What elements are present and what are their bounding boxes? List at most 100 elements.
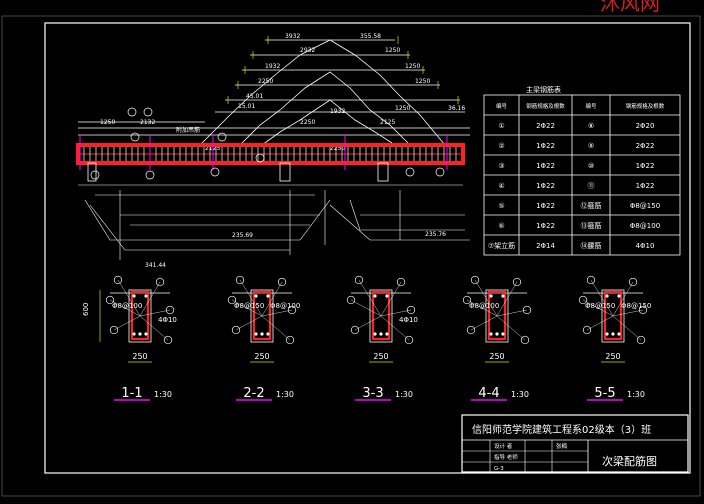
section-label: 4-4 — [478, 386, 499, 401]
dim-label: 1932 — [265, 63, 280, 70]
table-cell: ① — [498, 122, 504, 130]
rebar-bubble — [255, 153, 265, 163]
leader-bubble — [346, 295, 356, 305]
leader-line — [586, 315, 614, 331]
leader-bubble — [235, 275, 245, 285]
beam-elevation: 3932 355.58 2932 1250 1932 1250 2250 125… — [76, 33, 470, 269]
table-header: 编号 — [585, 102, 597, 110]
rebar-dot — [266, 294, 270, 298]
dim-label: 15.01 — [238, 103, 255, 110]
leader-line — [261, 315, 291, 341]
dim-label: 1250 — [395, 105, 410, 112]
leader-line — [354, 315, 382, 331]
rebar-dot — [260, 332, 264, 336]
leader-line — [612, 315, 642, 341]
leader-bubble — [287, 305, 297, 315]
section-stirrup — [130, 290, 150, 341]
leader-line — [358, 279, 382, 317]
leader-line — [590, 279, 614, 317]
table-cell: 2Φ22 — [636, 142, 655, 150]
rebar-bubble — [217, 132, 227, 142]
rebar-dot — [373, 332, 377, 336]
table-grid — [483, 94, 681, 256]
leader-line — [113, 315, 141, 331]
rebar-bubble — [130, 132, 140, 142]
rebar-dot — [266, 332, 270, 336]
rebar-bubble — [90, 170, 100, 180]
dim-label: 235.76 — [425, 231, 446, 238]
width-dim-text: 250 — [132, 352, 147, 361]
table-cell: 1Φ22 — [536, 222, 555, 230]
table-header: 钢筋规格及根数 — [526, 102, 565, 110]
bottom-rebar-lines — [78, 184, 470, 260]
section-outline — [369, 289, 393, 343]
table-cell: ② — [498, 142, 504, 150]
leader-bubble — [586, 275, 596, 285]
section-outline — [250, 289, 274, 343]
section-label: 2-2 — [243, 386, 264, 401]
leader-bubble — [277, 277, 287, 287]
rebar-bubble — [435, 167, 445, 177]
width-dim-text: 250 — [373, 352, 388, 361]
leader-bubble — [578, 295, 588, 305]
leader-bubble — [470, 275, 480, 285]
leader-line — [380, 309, 412, 317]
section-label: 3-3 — [362, 386, 383, 401]
table-cell: 2Φ14 — [536, 242, 555, 250]
table-cell: ⑭腰筋 — [581, 241, 602, 250]
watermark-text: 沐风网 — [600, 0, 660, 15]
leader-bubble — [466, 325, 476, 335]
dim-label: 2250 — [300, 119, 315, 126]
leader-line — [470, 315, 498, 331]
table-cell: ⑥ — [498, 222, 504, 230]
leader-bubble — [628, 277, 638, 287]
rebar-dot — [385, 332, 389, 336]
top-rebar-bends — [78, 39, 470, 146]
section-stirrup — [487, 290, 507, 341]
leader-line — [612, 309, 644, 317]
leader-line — [139, 315, 169, 341]
leader-line — [231, 299, 263, 317]
leader-bubble — [462, 295, 472, 305]
table-title: 主梁钢筋表 — [526, 85, 561, 94]
stirrup-spec: Φ8@100 — [469, 302, 499, 310]
leader-line — [380, 281, 402, 317]
rebar-dot — [611, 332, 615, 336]
table-cell: ⑧ — [588, 122, 594, 130]
leader-bubble — [227, 295, 237, 305]
table-header: 钢筋规格及根数 — [626, 102, 665, 110]
sheet-border — [44, 22, 691, 474]
table-cell: ⑪ — [588, 182, 595, 190]
dim-label: 1250 — [100, 119, 115, 126]
rebar-dot — [132, 294, 136, 298]
leader-line — [117, 279, 141, 317]
leader-line — [139, 281, 161, 317]
leader-bubble — [636, 335, 646, 345]
drawing-title: 次梁配筋图 — [602, 454, 657, 468]
section-outline — [128, 289, 152, 343]
table-cell: ⑩ — [588, 162, 594, 170]
leader-bubble — [404, 335, 414, 345]
rebar-dot — [385, 294, 389, 298]
dim-label: 1932 — [330, 108, 345, 115]
leader-line — [496, 315, 526, 341]
stirrup-spec: Φ8@100 — [270, 302, 300, 310]
table-header: 编号 — [496, 102, 508, 110]
section-stirrup — [252, 290, 272, 341]
table-cell: 1Φ22 — [536, 162, 555, 170]
rebar-dot — [501, 332, 505, 336]
rebar-dot — [144, 294, 148, 298]
section-outline — [485, 289, 509, 343]
rebar-dot — [617, 294, 621, 298]
width-dim-text: 250 — [489, 352, 504, 361]
drawing-number: G-3 — [494, 466, 504, 472]
dim-label: 355.58 — [360, 33, 381, 40]
leader-bubble — [396, 277, 406, 287]
leader-line — [261, 281, 283, 317]
table-cell: ④ — [498, 182, 504, 190]
leader-line — [496, 281, 518, 317]
